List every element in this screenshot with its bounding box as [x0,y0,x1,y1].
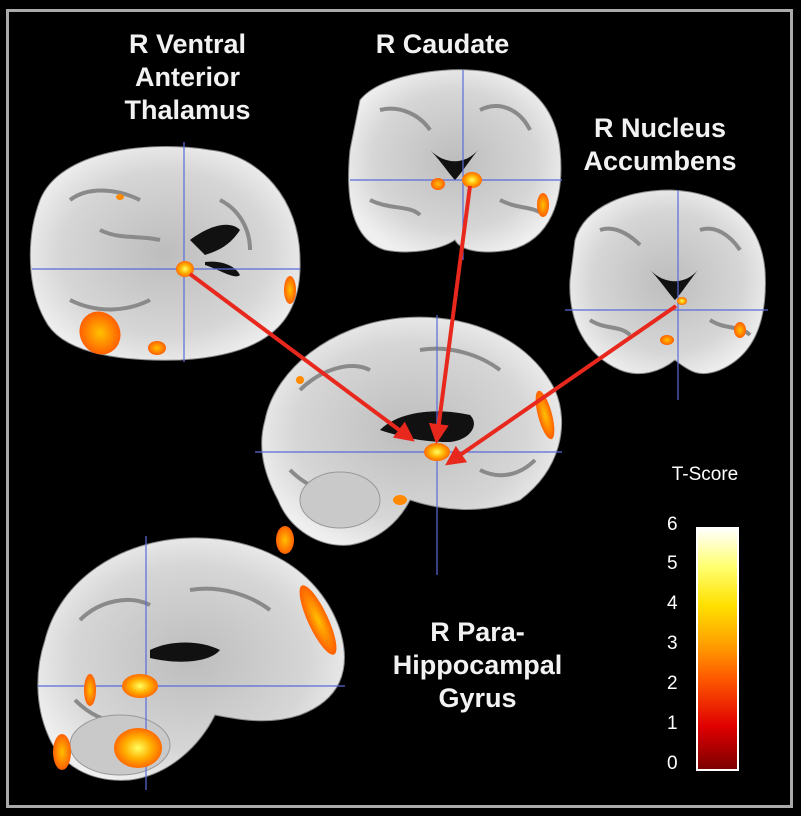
colorbar-tick: 6 [667,514,678,535]
arrow-thalamus [188,272,415,442]
label-thalamus: R Ventral Anterior Thalamus [124,29,251,125]
colorbar-tick: 3 [667,633,678,654]
label-caudate: R Caudate [375,29,510,59]
arrow-caudate [428,185,472,444]
arrows [188,185,678,466]
coronal-slice-accumbens [565,189,768,400]
coronal-slice-caudate [348,69,562,260]
label-accumbens: R Nucleus Accumbens [583,113,737,176]
colorbar-gradient [696,527,739,771]
colorbar-tick: 4 [667,593,678,614]
colorbar-tick: 2 [667,673,678,694]
axial-slice-thalamus [29,142,301,362]
arrow-accumbens [445,304,678,466]
colorbar-tick: 5 [667,553,678,574]
sagittal-slice-center [255,315,562,575]
colorbar-title: T-Score [671,464,739,485]
colorbar [696,527,739,771]
colorbar-tick: 1 [667,713,678,734]
colorbar-tick: 0 [667,753,678,774]
sagittal-slice-parahippocampal [37,536,345,790]
label-parahippocampal: R Para- Hippocampal Gyrus [392,617,563,713]
